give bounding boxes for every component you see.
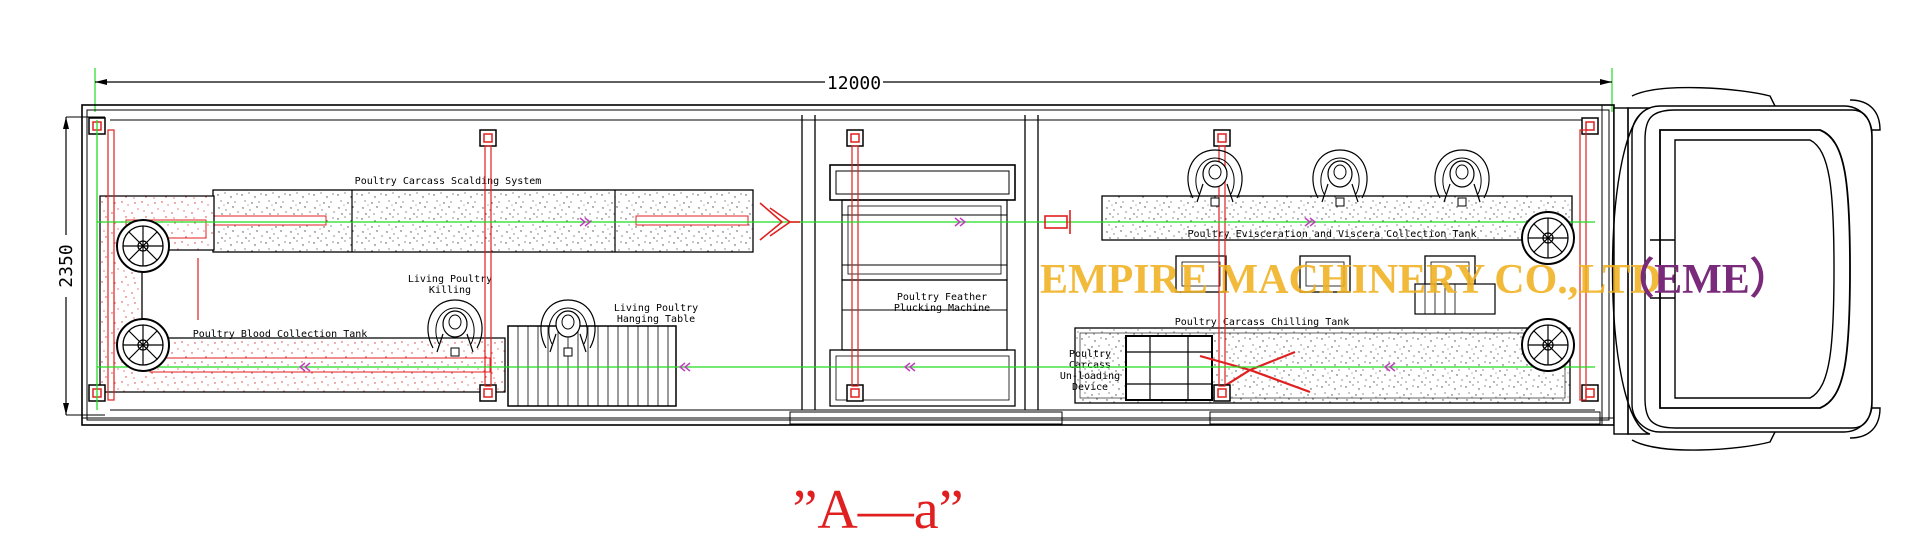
blood-tank-label: Poultry Blood Collection Tank — [193, 329, 368, 340]
evisceration-label: Poultry Evisceration and Viscera Collect… — [1188, 229, 1477, 240]
watermark-abbr: （EME） — [1612, 256, 1792, 303]
plucking-label-line1: Poultry Feather — [897, 292, 987, 303]
killing-label-line2: Killing — [429, 285, 471, 296]
support-posts — [88, 117, 1599, 402]
scalding-tank — [199, 189, 754, 253]
hanging-label-line1: Living Poultry — [614, 303, 698, 314]
unloading-label-line4: Device — [1072, 382, 1108, 393]
hanging-label-line2: Hanging Table — [617, 314, 695, 325]
unloading-device — [1125, 335, 1311, 401]
section-caption: ”A—a” — [792, 479, 963, 541]
killing-label-line1: Living Poultry — [408, 274, 492, 285]
overhead-conveyor — [96, 120, 1595, 410]
watermark-company: EMPIRE MACHINERY CO.,LTD — [1040, 257, 1661, 303]
length-dimension: 12000 — [94, 68, 1613, 112]
width-dimension: 2350 — [56, 116, 105, 416]
plucking-machine — [829, 164, 1016, 407]
shackle-hooks — [759, 202, 1071, 241]
hanging-table — [507, 325, 677, 407]
scalding-label: Poultry Carcass Scalding System — [355, 176, 542, 187]
truck-cab — [1611, 86, 1881, 451]
unloading-label-line3: Un-loading — [1060, 371, 1120, 382]
length-dimension-text: 12000 — [827, 73, 881, 94]
chilling-label: Poultry Carcass Chilling Tank — [1175, 317, 1350, 328]
unloading-label-line2: Carcass — [1069, 360, 1111, 371]
width-dimension-text: 2350 — [56, 244, 77, 287]
unloading-label-line1: Poultry — [1069, 349, 1111, 360]
plucking-label-line2: Plucking Machine — [894, 303, 990, 314]
